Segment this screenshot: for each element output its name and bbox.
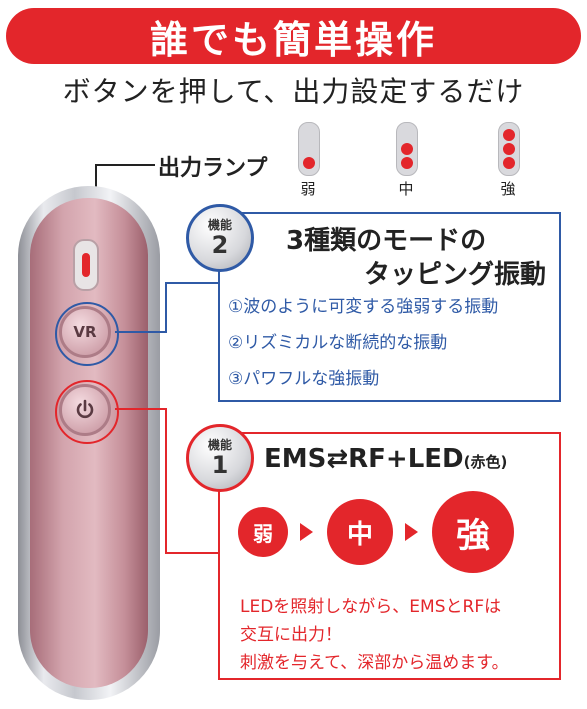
feature2-mode-1: ①波のように可変する強弱する振動	[228, 297, 499, 317]
power-button[interactable]	[59, 384, 111, 436]
feature1-title-text: EMS⇄RF+LED	[264, 444, 464, 474]
lamp-dot	[503, 129, 515, 141]
level-strong: 強	[432, 491, 514, 573]
connector-line-blue	[165, 282, 220, 284]
lamp-indicator-strong	[498, 122, 520, 176]
title-banner: 誰でも簡単操作	[6, 8, 581, 64]
connector-line-blue	[115, 331, 167, 333]
page-subtitle: ボタンを押して、出力設定するだけ	[62, 75, 525, 108]
lamp-caption-strong: 強	[500, 180, 516, 198]
feature1-description-line1: LEDを照射しながら、EMSとRFは	[240, 597, 502, 617]
connector-line-red	[165, 552, 220, 554]
lamp-caption-medium: 中	[398, 180, 414, 198]
page-title: 誰でも簡単操作	[149, 17, 437, 62]
feature1-title: EMS⇄RF+LED(赤色)	[264, 444, 507, 474]
feature2-mode-2: ②リズミカルな断続的な振動	[228, 333, 448, 353]
power-button-highlight	[55, 380, 119, 444]
feature1-badge: 機能 1	[186, 424, 254, 492]
connector-line-red	[115, 408, 167, 410]
connector-line-blue	[165, 282, 167, 333]
power-icon	[76, 399, 94, 419]
lamp-label: 出力ランプ	[158, 156, 268, 181]
feature2-title-line2: タッピング振動	[364, 260, 547, 290]
lamp-indicator-medium	[396, 122, 418, 176]
lamp-dot	[401, 157, 413, 169]
level-weak: 弱	[238, 507, 288, 557]
level-arrow-icon	[300, 523, 313, 541]
level-arrow-icon	[405, 523, 418, 541]
lamp-caption-weak: 弱	[300, 180, 316, 198]
feature2-title-line1: 3種類のモードの	[286, 226, 487, 256]
feature1-badge-number: 1	[211, 451, 229, 479]
feature1-description-line3: 刺激を与えて、深部から温めます。	[240, 653, 509, 673]
feature2-badge: 機能 2	[186, 204, 254, 272]
device-lamp-light	[82, 253, 90, 277]
lamp-dot	[503, 143, 515, 155]
device-output-lamp	[73, 239, 99, 291]
feature2-mode-3: ③パワフルな強振動	[228, 369, 380, 389]
feature2-badge-label: 機能	[207, 218, 232, 232]
vr-button-highlight	[55, 302, 119, 366]
lamp-dot	[401, 143, 413, 155]
lamp-leader-line	[95, 164, 155, 166]
feature1-description-line2: 交互に出力！	[240, 625, 342, 645]
lamp-dot	[303, 157, 315, 169]
vr-button-label: VR	[73, 323, 97, 341]
feature2-panel	[218, 212, 561, 402]
feature1-title-note: (赤色)	[463, 453, 508, 471]
connector-line-red	[165, 408, 167, 554]
feature1-badge-label: 機能	[207, 438, 232, 452]
level-medium: 中	[327, 499, 393, 565]
lamp-indicator-weak	[298, 122, 320, 176]
vr-button[interactable]: VR	[59, 306, 111, 358]
lamp-dot	[503, 157, 515, 169]
feature2-badge-number: 2	[211, 231, 229, 259]
